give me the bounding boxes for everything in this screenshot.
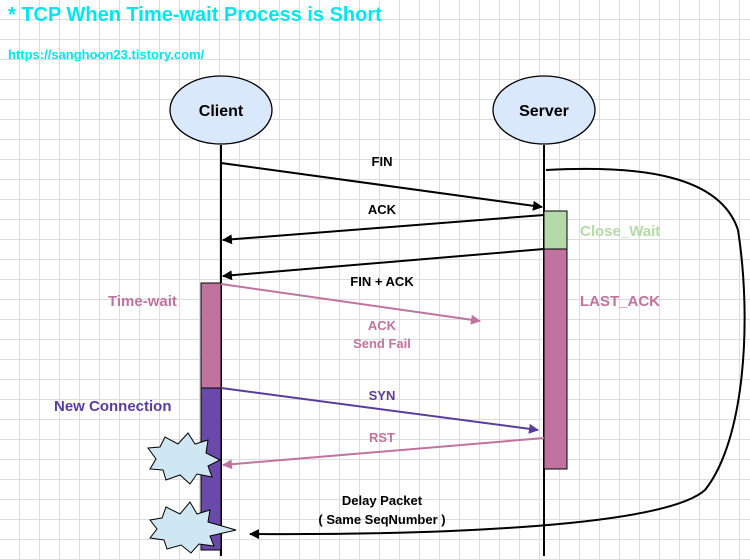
time-wait-label: Time-wait — [108, 293, 177, 310]
syn-arrow — [220, 387, 539, 434]
delay-packet-label-1: Delay Packet — [342, 493, 423, 508]
collision-burst-icon — [149, 501, 237, 554]
fin-label: FIN — [372, 154, 393, 169]
close-wait-label: Close_Wait — [580, 223, 660, 240]
fin-ack-arrow — [222, 248, 545, 281]
fin-ack-label: FIN + ACK — [350, 274, 414, 289]
last-ack-bar — [543, 248, 568, 470]
collision-burst-icon — [147, 432, 222, 485]
rst-arrow — [222, 437, 545, 470]
delay-packet-label-2: ( Same SeqNumber ) — [318, 512, 445, 527]
new-connection-label: New Connection — [54, 398, 172, 415]
source-url[interactable]: https://sanghoon23.tistory.com/ — [8, 47, 205, 62]
client-label: Client — [199, 103, 244, 120]
time-wait-bar — [200, 282, 222, 389]
ack-arrow — [222, 214, 545, 245]
delay-packet-curve — [249, 167, 746, 540]
server-node — [492, 75, 596, 145]
ack-send-fail-label-1: ACK — [368, 318, 397, 333]
server-label: Server — [519, 103, 569, 120]
fin-arrow — [220, 162, 543, 211]
page-title: * TCP When Time-wait Process is Short — [8, 4, 382, 26]
ack-send-fail-arrow — [220, 283, 481, 325]
rst-label: RST — [369, 430, 395, 445]
syn-label: SYN — [369, 388, 396, 403]
last-ack-label: LAST_ACK — [580, 293, 660, 310]
ack-label: ACK — [368, 202, 397, 217]
ack-send-fail-label-2: Send Fail — [353, 336, 411, 351]
close-wait-bar — [543, 210, 568, 250]
client-node — [169, 75, 273, 145]
